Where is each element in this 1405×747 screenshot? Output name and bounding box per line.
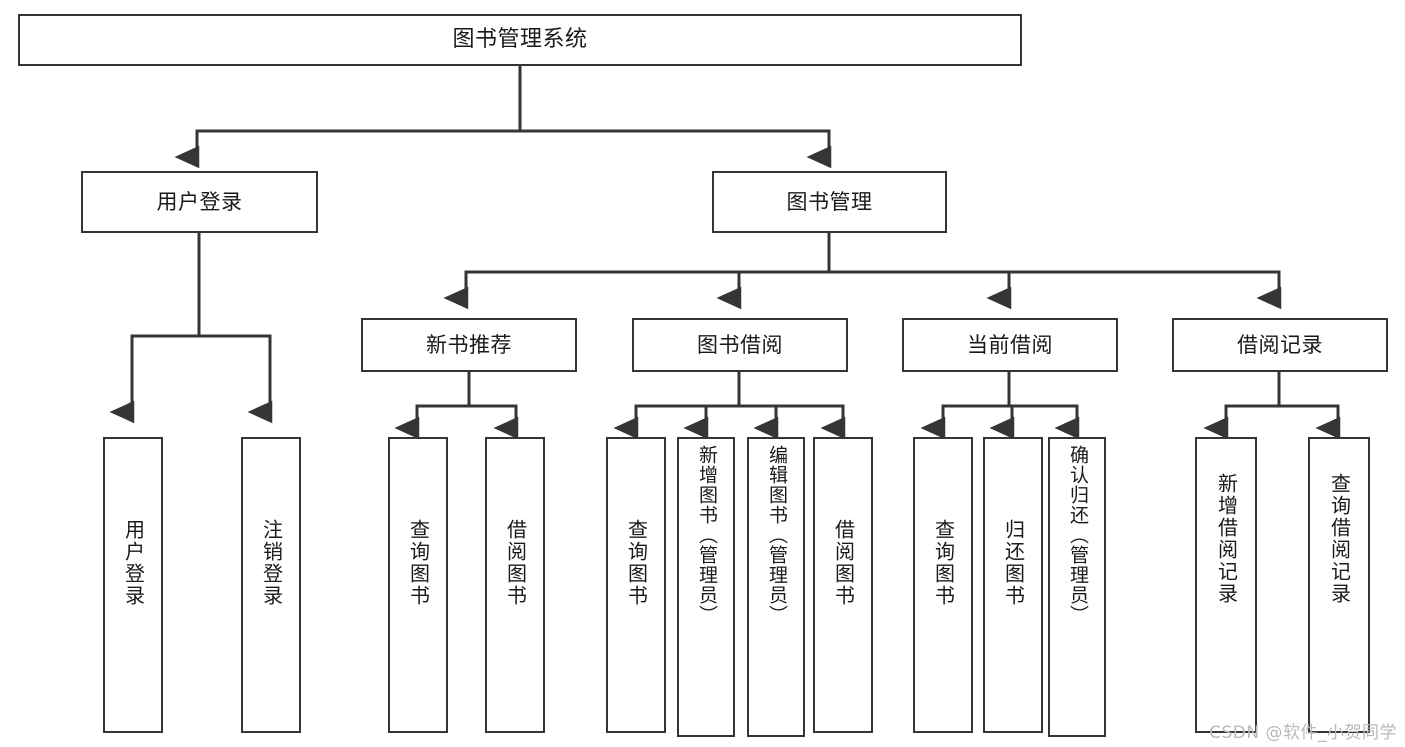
node-label: 查询图书 [624, 519, 649, 607]
node-label: 用户登录 [121, 519, 146, 607]
leaf-confirm-return[interactable]: 确认归还（管理员） [1048, 437, 1106, 737]
leaf-query-borrow-record[interactable]: 查询借阅记录 [1308, 437, 1370, 733]
node-book-management[interactable]: 图书管理 [712, 171, 947, 233]
node-label: 新增图书（管理员） [695, 445, 718, 625]
node-label: 图书管理 [786, 189, 873, 214]
leaf-edit-book[interactable]: 编辑图书（管理员） [747, 437, 805, 737]
leaf-query-book-borrow[interactable]: 查询图书 [606, 437, 666, 733]
node-label: 确认归还（管理员） [1066, 445, 1089, 625]
node-label: 查询图书 [406, 519, 431, 607]
node-label: 新书推荐 [426, 332, 512, 357]
node-label: 借阅记录 [1237, 332, 1323, 357]
node-current-borrow[interactable]: 当前借阅 [902, 318, 1118, 372]
leaf-logout-login[interactable]: 注销登录 [241, 437, 301, 733]
node-user-login[interactable]: 用户登录 [81, 171, 318, 233]
node-label: 用户登录 [156, 189, 243, 214]
node-label: 查询借阅记录 [1327, 473, 1352, 605]
leaf-return-book[interactable]: 归还图书 [983, 437, 1043, 733]
node-label: 借阅图书 [503, 519, 528, 607]
leaf-add-borrow-record[interactable]: 新增借阅记录 [1195, 437, 1257, 733]
node-root-system[interactable]: 图书管理系统 [18, 14, 1022, 66]
node-new-book-recommend[interactable]: 新书推荐 [361, 318, 577, 372]
csdn-watermark: CSDN @软件_小贺同学 [1209, 723, 1397, 743]
leaf-borrow-book-borrow[interactable]: 借阅图书 [813, 437, 873, 733]
node-label: 新增借阅记录 [1214, 473, 1239, 605]
node-label: 借阅图书 [831, 519, 856, 607]
node-borrow-record[interactable]: 借阅记录 [1172, 318, 1388, 372]
leaf-query-book-recommend[interactable]: 查询图书 [388, 437, 448, 733]
node-label: 图书管理系统 [452, 27, 588, 53]
node-label: 当前借阅 [967, 332, 1053, 357]
leaf-add-book[interactable]: 新增图书（管理员） [677, 437, 735, 737]
node-label: 查询图书 [931, 519, 956, 607]
leaf-query-book-current[interactable]: 查询图书 [913, 437, 973, 733]
leaf-user-login[interactable]: 用户登录 [103, 437, 163, 733]
node-book-borrow[interactable]: 图书借阅 [632, 318, 848, 372]
node-label: 注销登录 [259, 519, 284, 607]
node-label: 图书借阅 [697, 332, 783, 357]
node-label: 编辑图书（管理员） [765, 445, 788, 625]
node-label: 归还图书 [1001, 519, 1026, 607]
leaf-borrow-book-recommend[interactable]: 借阅图书 [485, 437, 545, 733]
